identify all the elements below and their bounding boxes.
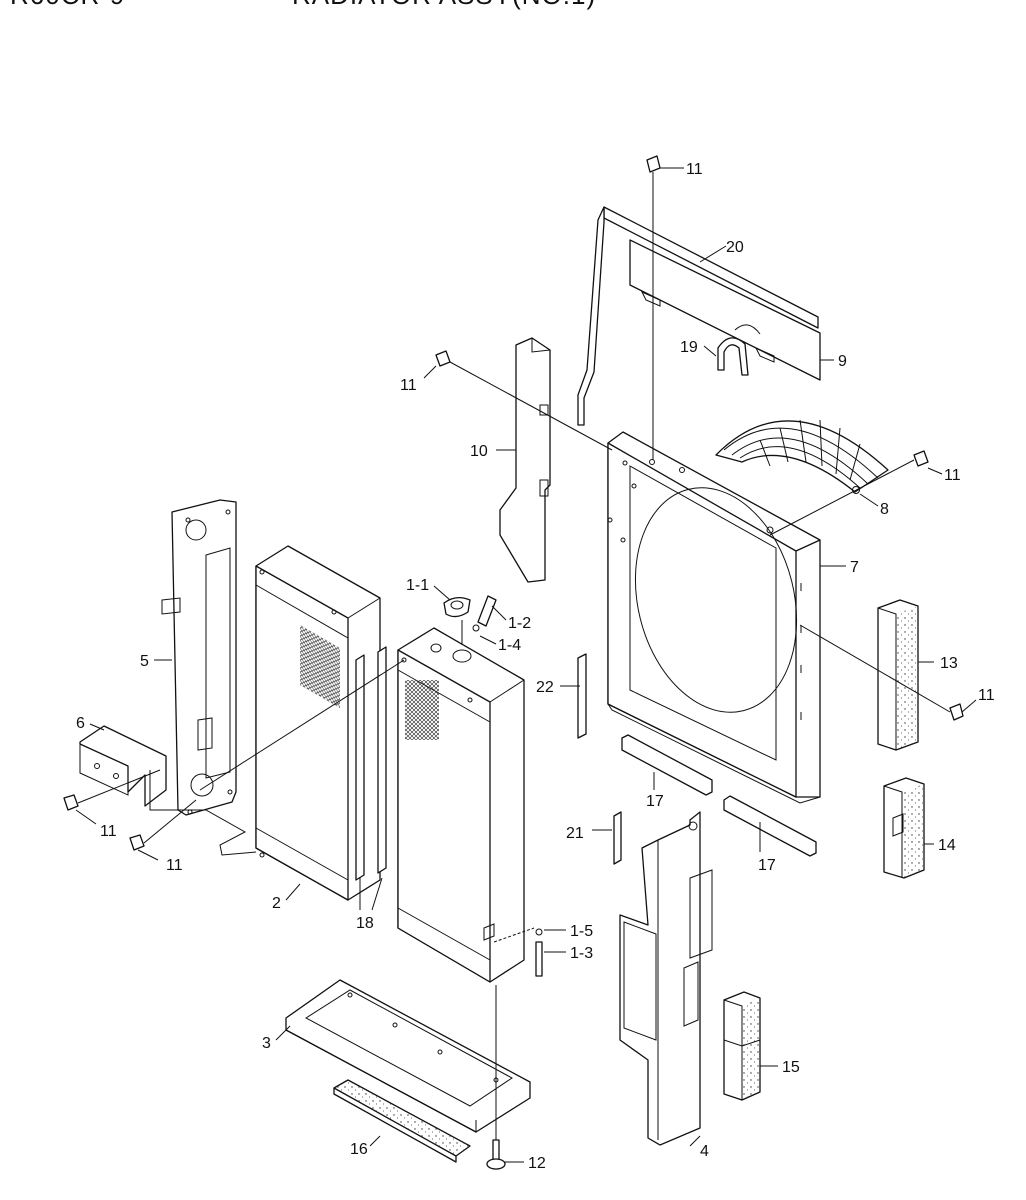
upper-bracket-part-20 [577, 206, 819, 426]
foam-block-part-15 [723, 991, 761, 1101]
callout-3: 3 [262, 1035, 271, 1052]
callout-13: 13 [940, 655, 958, 672]
callout-19: 19 [680, 339, 698, 356]
callout-labels: 11 20 19 9 11 10 11 8 7 1-1 1-2 1-4 5 22… [76, 161, 995, 1172]
assembly-lines [75, 167, 977, 1163]
side-plate-part-5 [161, 499, 237, 816]
fan-shroud-part-7 [607, 431, 821, 804]
callout-1-3: 1-3 [570, 945, 593, 962]
callout-11-right: 11 [944, 467, 961, 484]
seal-strip-part-22 [577, 653, 587, 739]
base-plate-part-3 [285, 979, 531, 1133]
side-bracket-part-10 [499, 337, 551, 583]
callout-1-5: 1-5 [570, 923, 593, 940]
pad-part-16 [333, 1079, 471, 1163]
callout-1-4: 1-4 [498, 637, 521, 654]
callout-4: 4 [700, 1143, 709, 1160]
callout-10: 10 [470, 443, 488, 460]
callout-11-top: 11 [686, 161, 703, 178]
mount-bracket-part-6 [79, 725, 167, 807]
model-number: R60CR-9 [10, 0, 125, 11]
callout-16: 16 [350, 1141, 368, 1158]
radiator-cap-part-1-1 [443, 596, 471, 618]
radiator-tank-part-1 [397, 627, 525, 983]
callout-5: 5 [140, 653, 149, 670]
callout-11-left: 11 [400, 377, 417, 394]
callout-17b: 17 [758, 857, 776, 874]
callout-11-bl2: 11 [166, 857, 183, 874]
callout-11-right2: 11 [978, 687, 995, 704]
callout-9: 9 [838, 353, 847, 370]
callout-7: 7 [850, 559, 859, 576]
seal-strip-part-17b [723, 795, 817, 857]
seal-strips-part-18 [355, 646, 387, 881]
page-title: RADIATOR ASSY(NO.1) [292, 0, 596, 11]
cover-plate-part-9 [629, 239, 821, 381]
callout-17a: 17 [646, 793, 664, 810]
fan-guard-part-8 [715, 419, 889, 494]
foam-block-part-14 [883, 777, 925, 879]
callout-1-2: 1-2 [508, 615, 531, 632]
callout-2: 2 [272, 895, 281, 912]
callout-6: 6 [76, 715, 85, 732]
seal-strip-part-21 [613, 811, 622, 865]
callout-22: 22 [536, 679, 554, 696]
callout-1-1: 1-1 [406, 577, 429, 594]
callout-14: 14 [938, 837, 956, 854]
callout-15: 15 [782, 1059, 800, 1076]
bolt-part-12 [486, 1139, 506, 1170]
radiator-core-part-2 [255, 545, 381, 901]
callout-18: 18 [356, 915, 374, 932]
callout-21: 21 [566, 825, 584, 842]
bolt-part-11 [63, 155, 964, 851]
drain-plug-part-1-3 [493, 927, 543, 977]
seal-strip-part-17a [621, 734, 713, 796]
callout-12: 12 [528, 1155, 546, 1172]
u-clip-part-19 [717, 337, 749, 376]
foam-block-part-13 [877, 599, 919, 751]
hose-part-1-2 [472, 595, 497, 632]
side-plate-part-4 [619, 811, 713, 1146]
callout-11-bl1: 11 [100, 823, 117, 840]
callout-8: 8 [880, 501, 889, 518]
callout-20: 20 [726, 239, 744, 256]
